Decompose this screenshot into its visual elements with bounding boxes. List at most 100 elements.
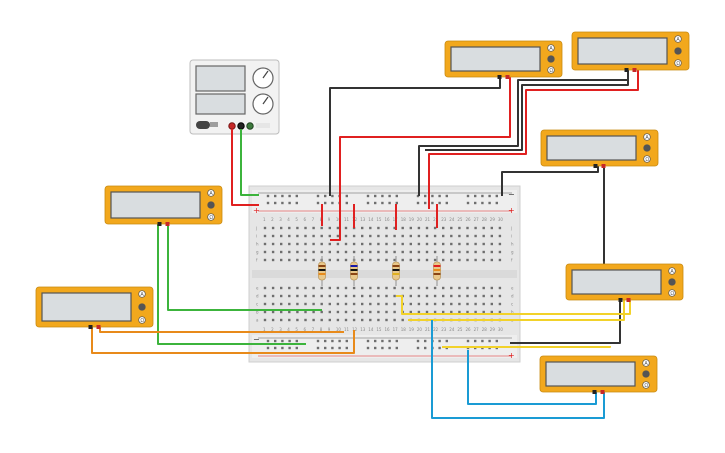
breadboard-hole[interactable] [482,286,485,290]
breadboard-hole[interactable] [385,286,388,290]
breadboard-hole[interactable] [474,286,477,290]
ground-terminal[interactable] [246,122,254,130]
breadboard-hole[interactable] [263,226,267,230]
rail-hole[interactable] [481,201,484,205]
breadboard-hole[interactable] [474,302,477,306]
breadboard-hole[interactable] [433,286,437,290]
breadboard-hole[interactable] [352,310,356,314]
rail-hole[interactable] [316,201,320,205]
breadboard-hole[interactable] [344,258,348,262]
rail-hole[interactable] [445,339,448,343]
breadboard-hole[interactable] [352,234,356,238]
breadboard-hole[interactable] [280,250,283,254]
breadboard-hole[interactable] [466,250,469,254]
breadboard-hole[interactable] [304,242,307,246]
rail-hole[interactable] [366,346,370,350]
multimeter-mode-button[interactable] [668,289,676,297]
breadboard-hole[interactable] [377,302,380,306]
breadboard-hole[interactable] [393,302,396,306]
breadboard-hole[interactable] [263,286,267,290]
breadboard-hole[interactable] [263,242,267,246]
breadboard-hole[interactable] [369,286,372,290]
breadboard-hole[interactable] [474,294,477,298]
breadboard-hole[interactable] [312,226,315,230]
rail-hole[interactable] [445,201,448,205]
breadboard-hole[interactable] [280,226,283,230]
rail-hole[interactable] [288,339,291,343]
multimeter-positive-terminal[interactable] [505,75,510,79]
breadboard-hole[interactable] [328,318,331,322]
rail-hole[interactable] [395,339,398,343]
rail-hole[interactable] [381,346,384,350]
breadboard-hole[interactable] [482,302,485,306]
negative-terminal[interactable] [237,122,245,130]
multimeter-mode-button[interactable] [643,144,651,152]
breadboard-hole[interactable] [498,234,502,238]
power-switch-icon[interactable] [196,121,210,129]
breadboard-hole[interactable] [361,250,364,254]
breadboard-hole[interactable] [433,234,437,238]
breadboard-hole[interactable] [369,302,372,306]
breadboard-hole[interactable] [433,242,437,246]
breadboard-hole[interactable] [288,234,291,238]
breadboard-hole[interactable] [263,318,267,322]
wire-yellow-mm6[interactable] [396,295,631,315]
breadboard-hole[interactable] [401,318,404,322]
breadboard-hole[interactable] [458,258,461,262]
multimeter-mm-right-upper[interactable]: AVΩ [540,129,659,168]
breadboard-hole[interactable] [474,242,477,246]
breadboard-hole[interactable] [385,258,388,262]
rail-hole[interactable] [416,201,420,205]
breadboard-hole[interactable] [393,258,396,262]
rail-hole[interactable] [388,339,391,343]
rail-hole[interactable] [274,194,277,198]
multimeter-mode-button[interactable] [674,35,682,43]
breadboard-hole[interactable] [361,310,364,314]
multimeter-mode-button[interactable] [668,267,676,275]
wire-yellow-mm7[interactable] [442,346,611,348]
rail-hole[interactable] [395,346,398,350]
breadboard-hole[interactable] [425,250,429,254]
breadboard-hole[interactable] [336,226,340,230]
breadboard-hole[interactable] [433,226,437,230]
breadboard-hole[interactable] [320,318,323,322]
breadboard-hole[interactable] [490,302,493,306]
breadboard-hole[interactable] [498,258,502,262]
breadboard-hole[interactable] [409,294,412,298]
breadboard-hole[interactable] [433,310,437,314]
breadboard-hole[interactable] [490,242,493,246]
rail-hole[interactable] [424,339,427,343]
breadboard-hole[interactable] [304,226,307,230]
breadboard-hole[interactable] [369,250,372,254]
breadboard-hole[interactable] [425,294,429,298]
rail-hole[interactable] [474,201,477,205]
breadboard-hole[interactable] [361,302,364,306]
breadboard-hole[interactable] [385,250,388,254]
breadboard-hole[interactable] [474,250,477,254]
breadboard-hole[interactable] [401,258,404,262]
breadboard-hole[interactable] [466,286,469,290]
breadboard-hole[interactable] [425,226,429,230]
rail-hole[interactable] [431,201,434,205]
breadboard-hole[interactable] [417,250,421,254]
multimeter-mode-button[interactable] [138,290,146,298]
multimeter-mode-button[interactable] [668,278,676,286]
rail-hole[interactable] [316,346,320,350]
breadboard-hole[interactable] [490,258,493,262]
breadboard-hole[interactable] [393,234,396,238]
breadboard-hole[interactable] [425,286,429,290]
breadboard-hole[interactable] [320,250,323,254]
breadboard-hole[interactable] [450,302,453,306]
rail-hole[interactable] [431,194,434,198]
rail-hole[interactable] [374,201,377,205]
rail-hole[interactable] [331,194,334,198]
breadboard-hole[interactable] [450,250,453,254]
breadboard-hole[interactable] [304,310,307,314]
breadboard-hole[interactable] [263,250,267,254]
breadboard-hole[interactable] [433,302,437,306]
breadboard-hole[interactable] [433,250,437,254]
multimeter-mode-button[interactable] [643,155,651,163]
rail-hole[interactable] [331,339,334,343]
rail-hole[interactable] [281,346,284,350]
breadboard-hole[interactable] [336,294,340,298]
